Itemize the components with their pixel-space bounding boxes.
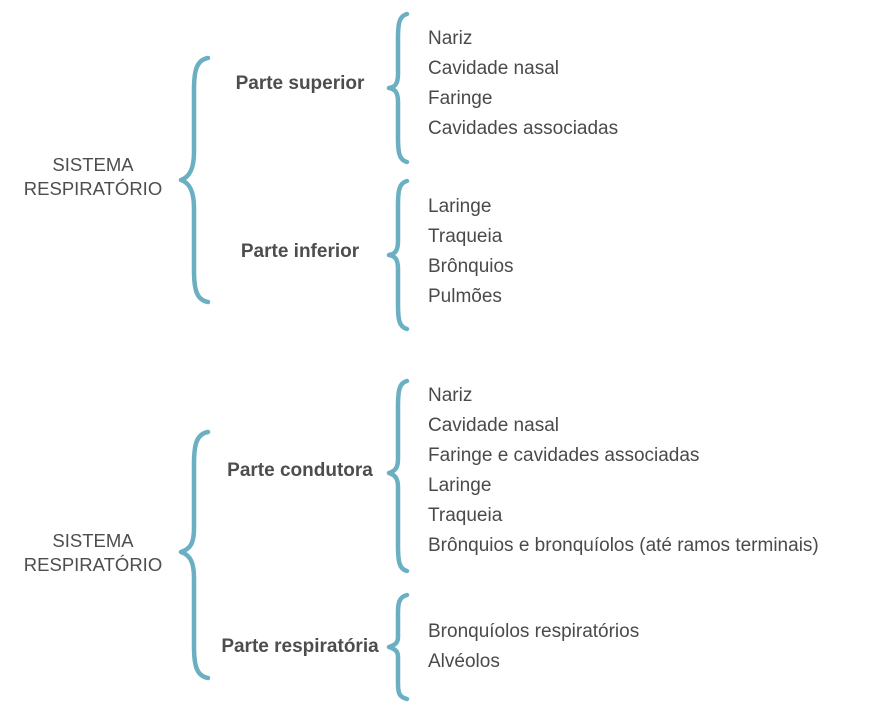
part-brace-icon: [386, 178, 410, 332]
part-label: Parte inferior: [240, 241, 360, 262]
root-label: SISTEMA RESPIRATÓRIO: [0, 153, 186, 201]
root-label-line: SISTEMA: [52, 530, 134, 551]
root-brace-icon: [178, 55, 211, 305]
list-item: Pulmões: [428, 286, 502, 307]
part-brace-icon: [386, 592, 410, 702]
root-label: SISTEMA RESPIRATÓRIO: [0, 529, 186, 577]
list-item: Brônquios: [428, 256, 514, 277]
part-label: Parte superior: [235, 73, 365, 94]
list-item: Traqueia: [428, 226, 503, 247]
item-list: Nariz Cavidade nasal Faringe e cavidades…: [428, 381, 819, 561]
part-brace-icon: [386, 378, 410, 574]
item-list: Laringe Traqueia Brônquios Pulmões: [428, 192, 514, 312]
root-label-line: RESPIRATÓRIO: [23, 178, 163, 199]
list-item: Faringe: [428, 88, 493, 109]
item-list: Nariz Cavidade nasal Faringe Cavidades a…: [428, 24, 618, 144]
item-list: Bronquíolos respiratórios Alvéolos: [428, 617, 639, 677]
part-label: Parte condutora: [227, 460, 373, 481]
root-label-line: SISTEMA: [52, 154, 134, 175]
list-item: Laringe: [428, 196, 492, 217]
list-item: Traqueia: [428, 505, 503, 526]
list-item: Brônquios e bronquíolos (até ramos termi…: [428, 535, 819, 556]
list-item: Cavidade nasal: [428, 415, 559, 436]
list-item: Alvéolos: [428, 651, 500, 672]
part-label: Parte respiratória: [221, 636, 379, 657]
list-item: Cavidades associadas: [428, 118, 619, 139]
list-item: Nariz: [428, 28, 473, 49]
root-label-line: RESPIRATÓRIO: [23, 554, 163, 575]
root-brace-icon: [178, 429, 211, 681]
list-item: Faringe e cavidades associadas: [428, 445, 700, 466]
part-brace-icon: [386, 11, 410, 165]
list-item: Nariz: [428, 385, 473, 406]
list-item: Bronquíolos respiratórios: [428, 621, 640, 642]
list-item: Cavidade nasal: [428, 58, 559, 79]
list-item: Laringe: [428, 475, 492, 496]
